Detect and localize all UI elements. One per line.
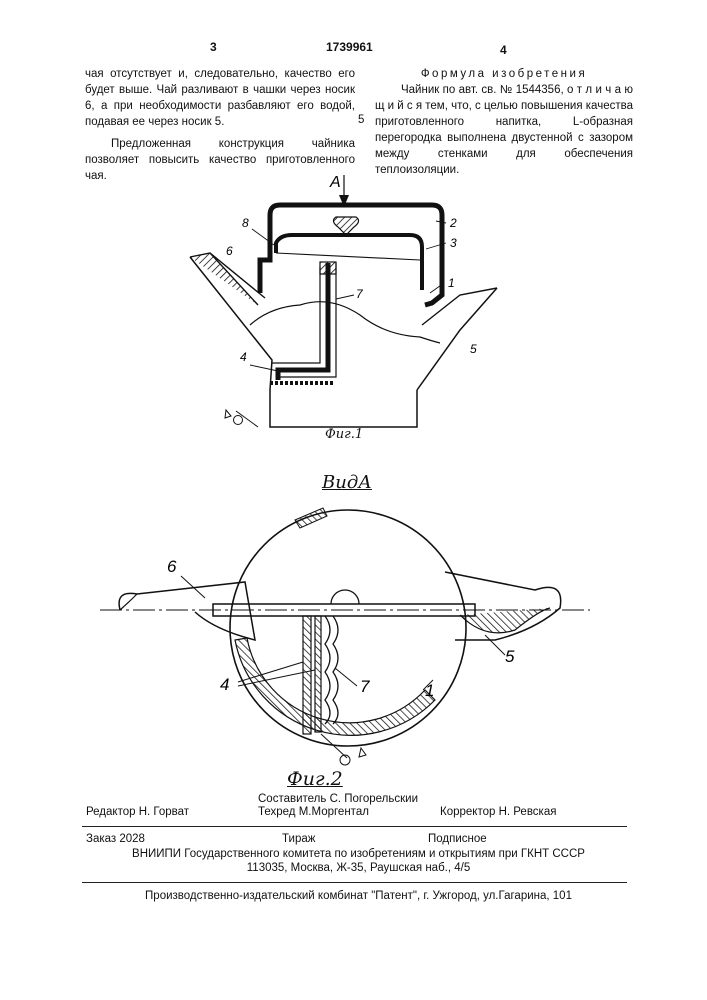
fig1-label-1: 1 xyxy=(448,276,455,290)
fig1-label-7: 7 xyxy=(356,287,364,301)
imprint-subscription: Подписное xyxy=(428,833,487,845)
right-column: Формула изобретения Чайник по авт. св. №… xyxy=(375,66,633,178)
lid-knob xyxy=(333,217,358,235)
left-paragraph-1: чая отсутствует и, следовательно, качест… xyxy=(85,66,355,130)
fig2-label-7: 7 xyxy=(360,677,370,696)
fig2-label-6: 6 xyxy=(167,557,177,576)
imprint-corrector: Корректор Н. Ревская xyxy=(440,806,556,818)
figure-2-caption: Фиг.2 xyxy=(287,768,343,790)
fig1-label-2: 2 xyxy=(449,216,457,230)
fig1-label-5: 5 xyxy=(470,342,477,356)
imprint-address: 113035, Москва, Ж-35, Раушская наб., 4/5 xyxy=(86,862,631,874)
body-circle xyxy=(230,510,466,746)
figure-2-drawing: 6 5 4 7 1 xyxy=(95,490,595,775)
page-number-left: 3 xyxy=(210,40,217,54)
imprint-printer: Производственно-издательский комбинат "П… xyxy=(86,890,631,902)
imprint-compiler: Составитель С. Погорельскии xyxy=(258,793,418,805)
fig2-label-5: 5 xyxy=(505,647,515,666)
page-number-right: 4 xyxy=(500,43,507,57)
figure-1-drawing: A 8 6 2 3 1 7 5 4 xyxy=(170,165,510,445)
imprint-circulation: Тираж xyxy=(282,833,315,845)
imprint-rule-bottom xyxy=(82,882,627,883)
insulation-gap-7 xyxy=(325,616,330,724)
claims-title: Формула изобретения xyxy=(375,66,633,82)
fig1-label-8: 8 xyxy=(242,216,249,230)
fig1-label-6: 6 xyxy=(226,244,233,258)
patent-number: 1739961 xyxy=(326,40,373,54)
partition-4 xyxy=(303,616,311,734)
imprint-order: Заказ 2028 xyxy=(86,833,145,845)
figure-1-caption: Фиг.1 xyxy=(325,427,363,442)
teapot-body xyxy=(270,390,417,427)
margin-line-number: 5 xyxy=(358,112,364,128)
liquid-surface xyxy=(250,302,440,343)
fig1-label-3: 3 xyxy=(450,236,457,250)
inner-lid-3 xyxy=(276,235,422,290)
claim-text: Чайник по авт. св. № 1544356, о т л и ч … xyxy=(375,82,633,178)
fig2-label-4: 4 xyxy=(220,675,229,694)
spout-6 xyxy=(119,582,255,640)
view-arrow-label: A xyxy=(329,174,341,191)
imprint-institute: ВНИИПИ Государственного комитета по изоб… xyxy=(86,848,631,860)
fig1-label-4: 4 xyxy=(240,350,247,364)
imprint-rule-top xyxy=(82,826,627,827)
imprint-techred: Техред М.Моргентал xyxy=(258,806,369,818)
imprint-editor: Редактор Н. Горват xyxy=(86,806,189,818)
